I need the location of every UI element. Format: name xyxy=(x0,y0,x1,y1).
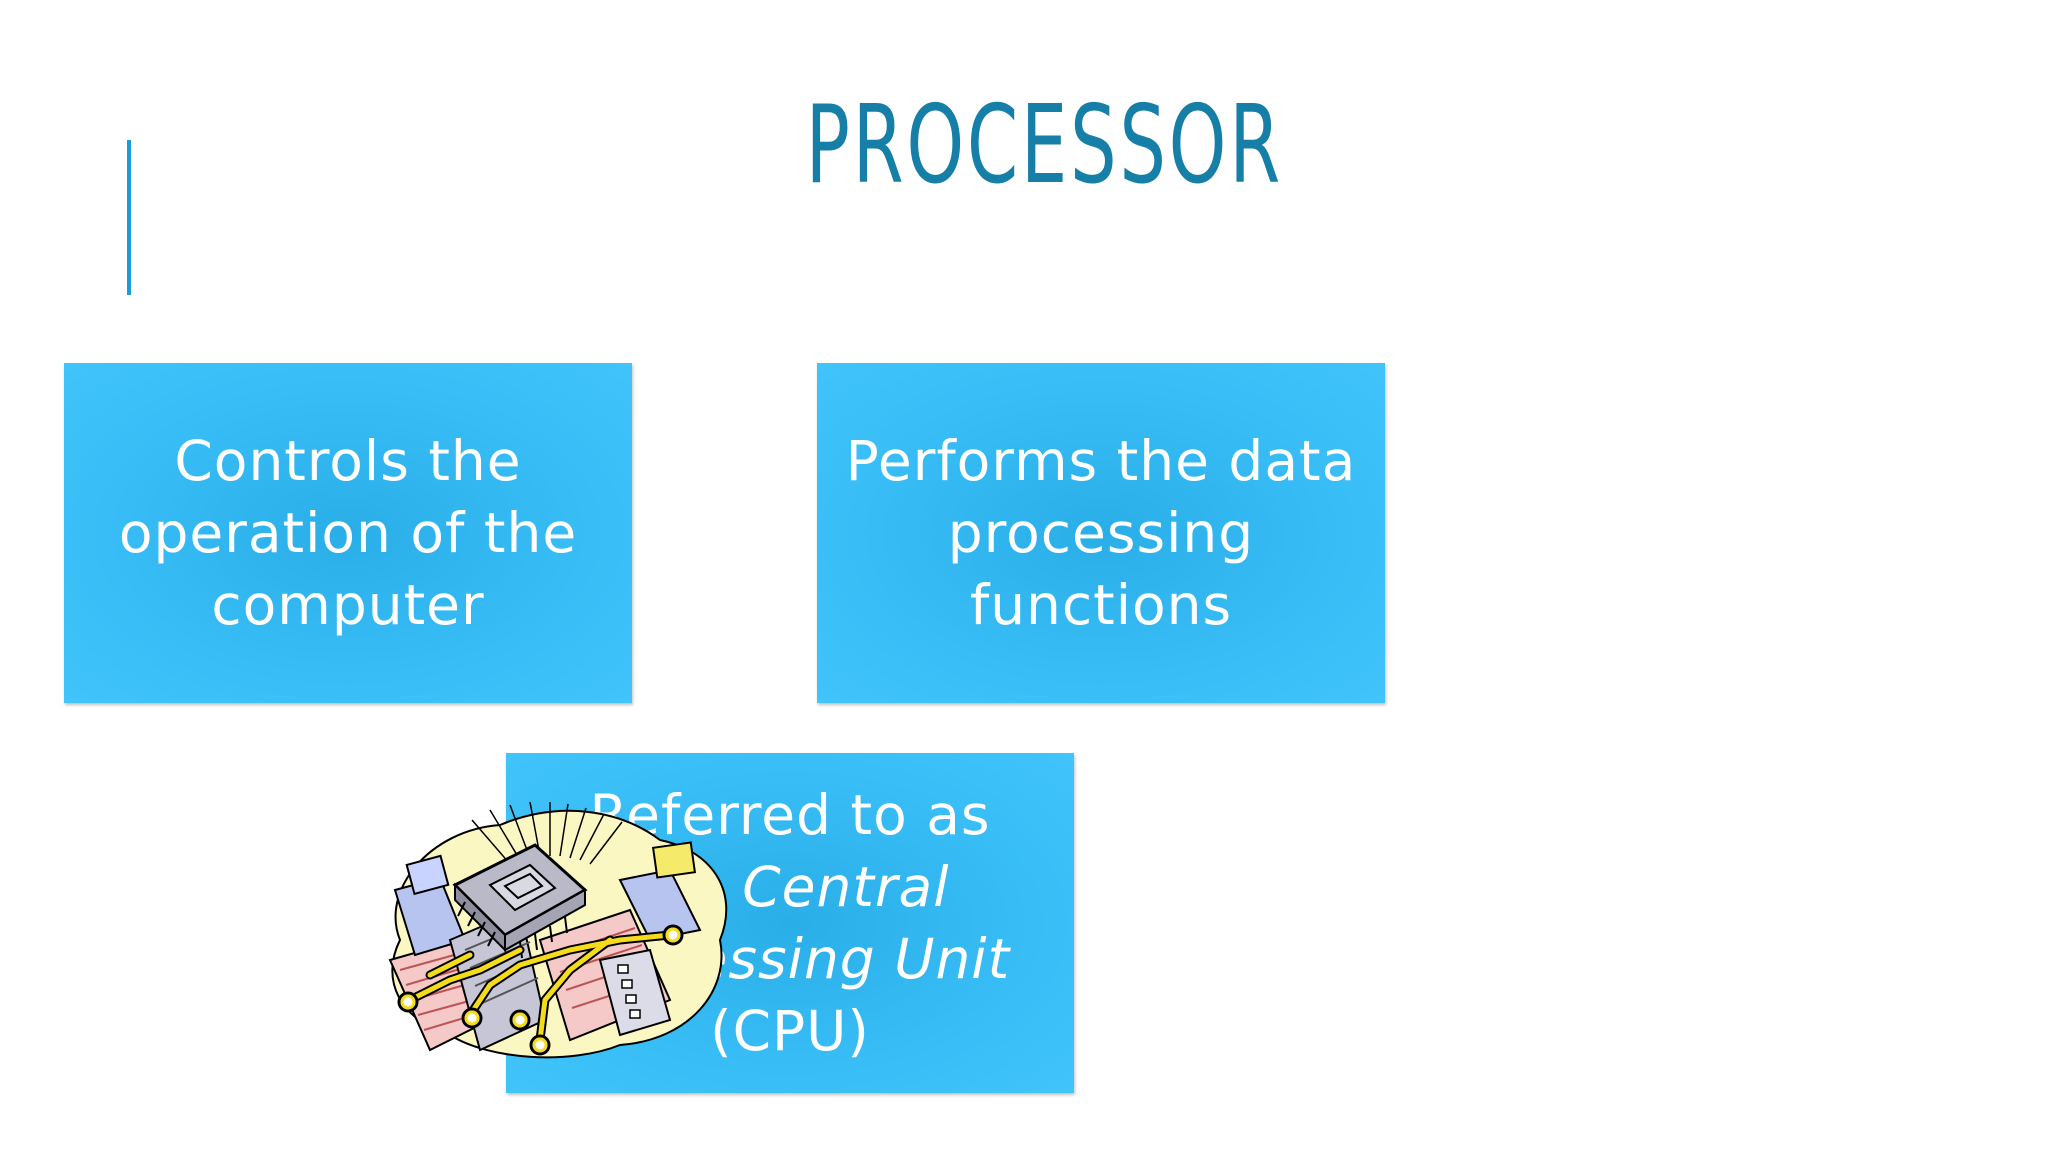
box-line: Controls the xyxy=(174,429,522,493)
text-box-performs: Performs the data processing functions xyxy=(817,363,1385,703)
box-line: computer xyxy=(211,573,485,637)
box-line: operation of the xyxy=(118,501,578,565)
box-line: functions xyxy=(969,573,1233,637)
box-line: Performs the data xyxy=(845,429,1357,493)
text-box-controls: Controls the operation of the computer xyxy=(64,363,632,703)
slide-title: PROCESSOR xyxy=(805,83,1283,208)
box-line: processing xyxy=(947,501,1255,565)
cpu-chip-clipart-icon xyxy=(388,801,728,1059)
box-line: (CPU) xyxy=(710,999,870,1063)
accent-bar xyxy=(127,140,131,295)
